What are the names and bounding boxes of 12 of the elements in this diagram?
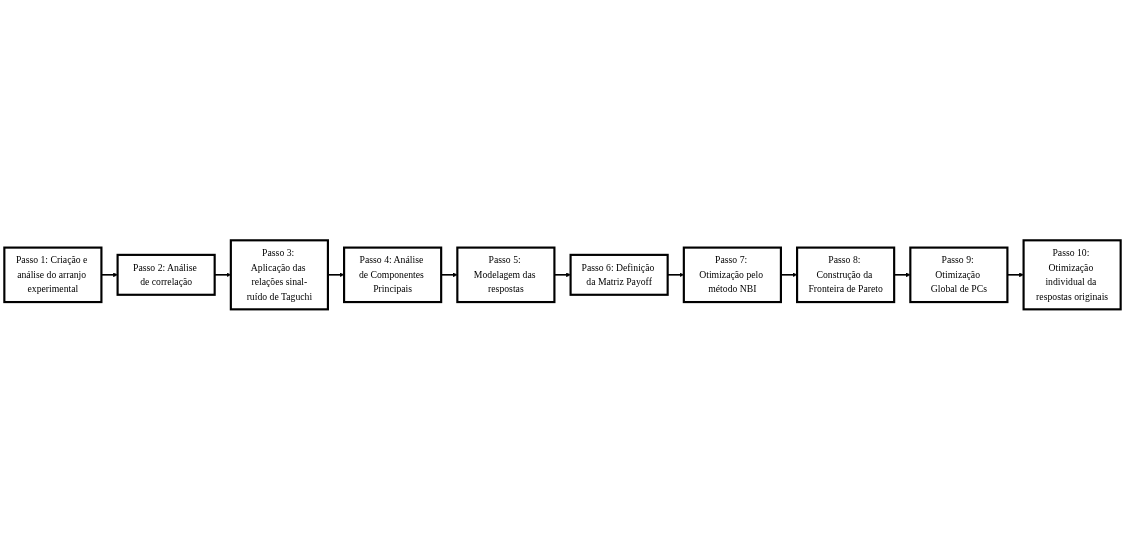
node-box: Passo 1: Criação e análise do arranjo experimental (3, 246, 103, 303)
node-box: Passo 3: Aplicação das relações sinal-ruído de Taguchi (229, 238, 329, 311)
node-box: Passo 6: Definição da Matriz Payoff (569, 253, 669, 296)
node-box: Passo 7: Otimização pelo método NBI (682, 246, 782, 303)
node-box: Passo 9: Otimização Global de PCs (909, 246, 1009, 303)
node-box: Passo 10: Otimização individual da respostas originais (1022, 238, 1122, 311)
node-box: Passo 4: Análise de Componentes Principais (343, 246, 443, 303)
arrow (780, 272, 798, 277)
node-box: Passo 2: Análise de correlação (116, 253, 216, 296)
arrow (327, 272, 345, 277)
node-box: Passo 8: Construção da Fronteira de Pareto (796, 246, 896, 303)
node-box: Passo 5: Modelagem das respostas (456, 246, 556, 303)
